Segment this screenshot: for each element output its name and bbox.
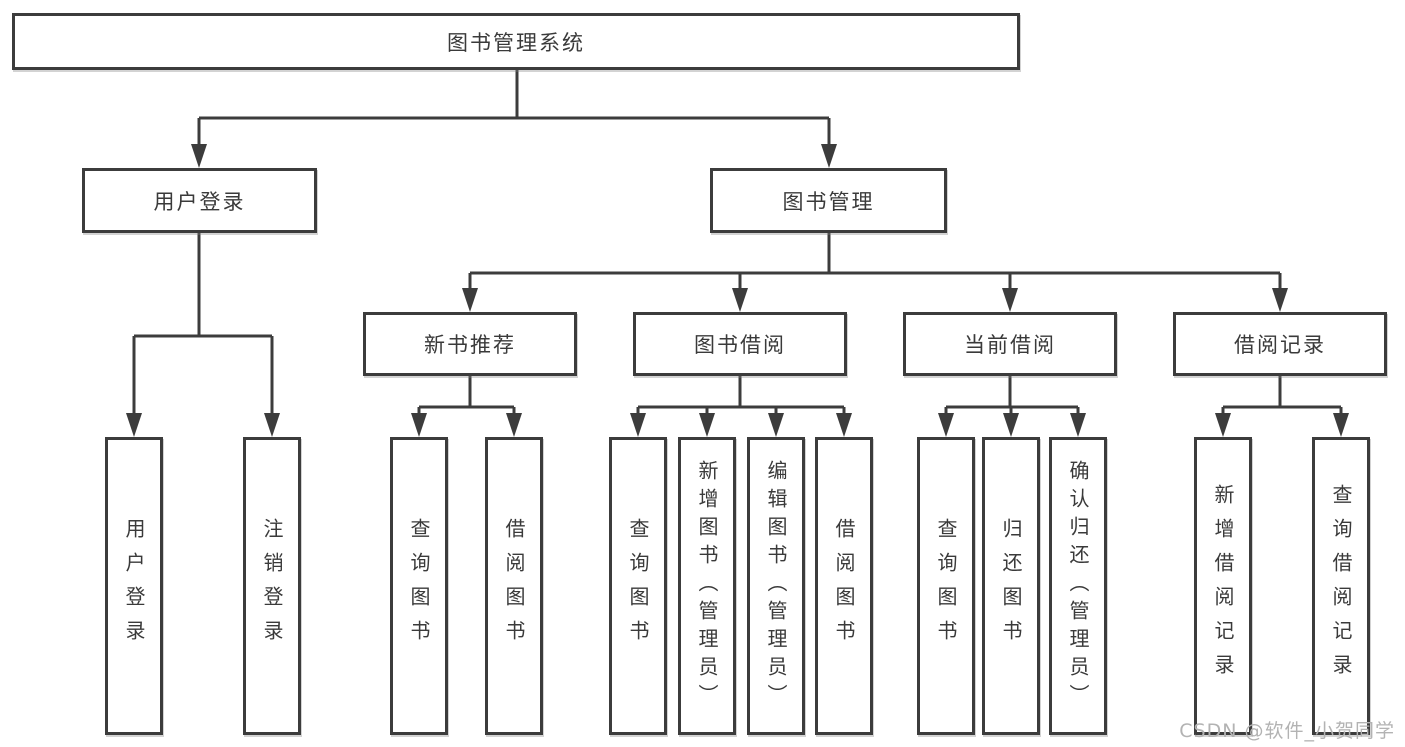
node-label: 图书管理 bbox=[782, 189, 875, 214]
leaf-query-books: 查询图书 bbox=[609, 437, 667, 735]
csdn-watermark: CSDN @软件_小贺同学 bbox=[1179, 720, 1395, 742]
node-current-borrowing: 当前借阅 bbox=[903, 312, 1117, 376]
node-label: 借阅记录 bbox=[1234, 333, 1326, 357]
node-new-book-recommendation: 新书推荐 bbox=[363, 312, 577, 376]
node-label: 当前借阅 bbox=[964, 333, 1056, 357]
leaf-borrow-books: 借阅图书 bbox=[815, 437, 873, 735]
leaf-query-books: 查询图书 bbox=[917, 437, 975, 735]
node-book-borrowing: 图书借阅 bbox=[633, 312, 847, 376]
leaf-add-books-admin: 新增图书（管理员） bbox=[678, 437, 736, 735]
leaf-label: 借阅图书 bbox=[832, 518, 856, 654]
node-label: 用户登录 bbox=[153, 189, 246, 214]
leaf-query-books: 查询图书 bbox=[390, 437, 448, 735]
leaf-edit-books-admin: 编辑图书（管理员） bbox=[747, 437, 805, 735]
leaf-label: 确认归还（管理员） bbox=[1066, 460, 1090, 712]
leaf-user-login: 用户登录 bbox=[105, 437, 163, 735]
node-label: 图书借阅 bbox=[694, 333, 786, 357]
leaf-label: 归还图书 bbox=[999, 518, 1023, 654]
leaf-label: 新增图书（管理员） bbox=[695, 460, 719, 712]
leaf-label: 查询图书 bbox=[934, 518, 958, 654]
leaf-label: 用户登录 bbox=[122, 518, 146, 654]
leaf-add-borrow-record: 新增借阅记录 bbox=[1194, 437, 1252, 735]
leaf-query-borrow-record: 查询借阅记录 bbox=[1312, 437, 1370, 735]
node-borrowing-records: 借阅记录 bbox=[1173, 312, 1387, 376]
node-label: 图书管理系统 bbox=[447, 30, 585, 55]
leaf-label: 编辑图书（管理员） bbox=[764, 460, 788, 712]
node-user-login: 用户登录 bbox=[82, 168, 317, 233]
node-book-management: 图书管理 bbox=[710, 168, 947, 233]
leaf-label: 借阅图书 bbox=[502, 518, 526, 654]
leaf-logout-login: 注销登录 bbox=[243, 437, 301, 735]
leaf-label: 查询图书 bbox=[407, 518, 431, 654]
leaf-confirm-return-admin: 确认归还（管理员） bbox=[1049, 437, 1107, 735]
node-library-management-system: 图书管理系统 bbox=[12, 13, 1020, 70]
leaf-label: 注销登录 bbox=[260, 518, 284, 654]
leaf-return-books: 归还图书 bbox=[982, 437, 1040, 735]
leaf-label: 新增借阅记录 bbox=[1211, 484, 1235, 688]
leaf-borrow-books: 借阅图书 bbox=[485, 437, 543, 735]
node-label: 新书推荐 bbox=[424, 333, 516, 357]
leaf-label: 查询借阅记录 bbox=[1329, 484, 1353, 688]
leaf-label: 查询图书 bbox=[626, 518, 650, 654]
